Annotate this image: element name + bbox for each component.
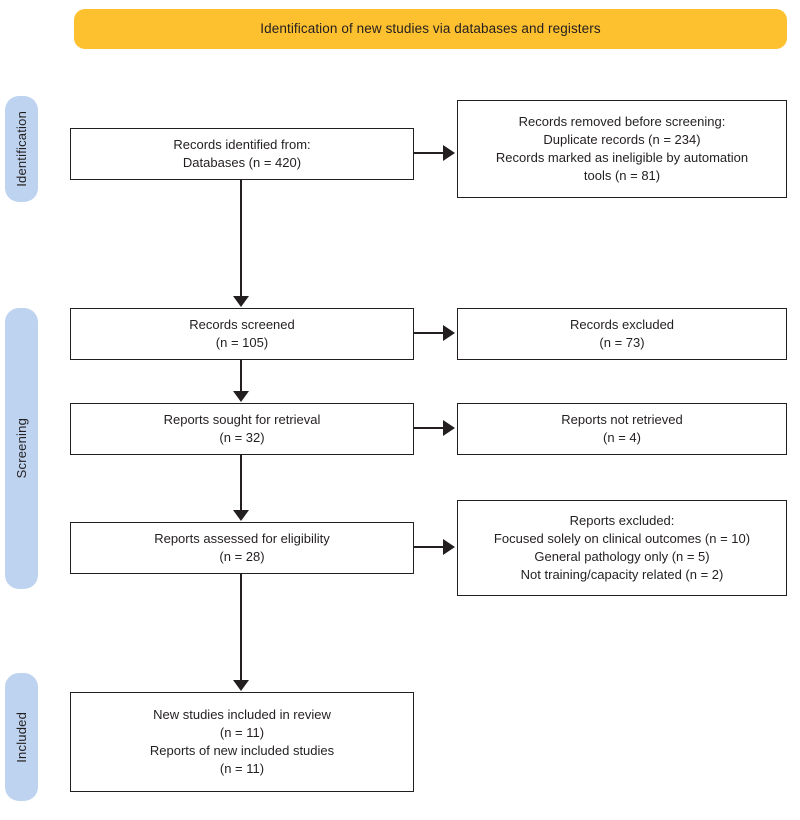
diagram-header-title: Identification of new studies via databa…	[260, 20, 601, 36]
arrowhead-down-icon-identified-to-screened	[233, 296, 249, 307]
arrowhead-right-icon-screened-to-excluded	[443, 325, 455, 341]
box-reports-assessed-text: Reports assessed for eligibility (n = 28…	[154, 531, 330, 564]
connector-line-sought-to-not-retrieved	[414, 427, 444, 429]
box-reports-sought: Reports sought for retrieval (n = 32)	[70, 403, 414, 455]
connector-line-screened-to-sought	[240, 360, 242, 393]
arrowhead-down-icon-sought-to-assessed	[233, 510, 249, 521]
box-records-identified-text: Records identified from: Databases (n = …	[173, 137, 311, 170]
box-records-removed-text: Records removed before screening: Duplic…	[495, 114, 749, 183]
box-reports-assessed: Reports assessed for eligibility (n = 28…	[70, 522, 414, 574]
box-records-removed: Records removed before screening: Duplic…	[457, 100, 787, 198]
arrowhead-right-icon-sought-to-not-retrieved	[443, 420, 455, 436]
box-records-screened-text: Records screened (n = 105)	[189, 317, 295, 350]
connector-line-screened-to-excluded	[414, 332, 444, 334]
stage-label-screening: Screening	[14, 418, 29, 479]
connector-line-assessed-to-included	[240, 574, 242, 682]
stage-tab-screening: Screening	[5, 308, 38, 589]
stage-tab-included: Included	[5, 673, 38, 801]
stage-label-identification: Identification	[14, 111, 29, 187]
box-reports-sought-text: Reports sought for retrieval (n = 32)	[163, 412, 321, 445]
box-reports-excluded-text: Reports excluded: Focused solely on clin…	[493, 513, 751, 582]
box-reports-not-retrieved-text: Reports not retrieved (n = 4)	[561, 412, 683, 445]
connector-line-identified-to-removed	[414, 152, 444, 154]
box-records-excluded-text: Records excluded (n = 73)	[569, 317, 675, 350]
arrowhead-down-icon-assessed-to-included	[233, 680, 249, 691]
box-reports-not-retrieved: Reports not retrieved (n = 4)	[457, 403, 787, 455]
connector-line-assessed-to-reports-excluded	[414, 546, 444, 548]
box-new-studies-included: New studies included in review (n = 11) …	[70, 692, 414, 792]
arrowhead-down-icon-screened-to-sought	[233, 391, 249, 402]
box-records-identified: Records identified from: Databases (n = …	[70, 128, 414, 180]
box-new-studies-included-text: New studies included in review (n = 11) …	[149, 707, 335, 776]
box-records-screened: Records screened (n = 105)	[70, 308, 414, 360]
diagram-header-banner: Identification of new studies via databa…	[74, 9, 787, 49]
connector-line-sought-to-assessed	[240, 455, 242, 512]
arrowhead-right-icon-identified-to-removed	[443, 145, 455, 161]
box-records-excluded: Records excluded (n = 73)	[457, 308, 787, 360]
box-reports-excluded: Reports excluded: Focused solely on clin…	[457, 500, 787, 596]
stage-tab-identification: Identification	[5, 96, 38, 202]
connector-line-identified-to-screened	[240, 180, 242, 298]
stage-label-included: Included	[14, 711, 29, 763]
arrowhead-right-icon-assessed-to-reports-excluded	[443, 539, 455, 555]
